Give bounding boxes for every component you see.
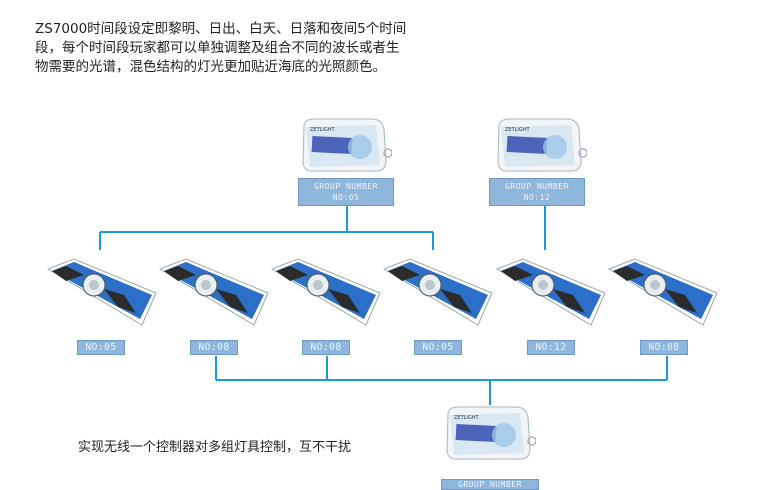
lamp-group-label: NO:05 — [77, 340, 125, 355]
controller-brand: ZETLIGHT — [454, 415, 480, 421]
intro-line: 段，每个时间段玩家都可以单独调整及组合不同的波长或者生 — [35, 40, 400, 56]
controller-device: ZETLIGHT — [497, 118, 587, 172]
group-number-display: GROUP NUMBER NO:05 — [298, 178, 394, 206]
lcd-title: GROUP NUMBER — [458, 480, 522, 489]
lamp-group-label: NO:08 — [190, 340, 238, 355]
led-lamp — [46, 258, 157, 326]
lcd-title: GROUP NUMBER — [505, 182, 569, 191]
led-lamp — [607, 258, 718, 326]
intro-line: ZS7000时间段设定即黎明、日出、白天、日落和夜间5个时间 — [35, 21, 407, 37]
controller-brand: ZETLIGHT — [310, 127, 336, 133]
lamp-group-label: NO:05 — [414, 340, 462, 355]
group-number-display: GROUP NUMBER NO:12 — [489, 178, 585, 206]
controller-device: ZETLIGHT — [302, 118, 392, 172]
lcd-value: NO:12 — [523, 193, 551, 202]
group-number-display: GROUP NUMBER — [441, 479, 539, 490]
lamp-group-label: NO:08 — [640, 340, 688, 355]
controller-device: ZETLIGHT — [446, 406, 536, 460]
lcd-value: NO:05 — [332, 193, 360, 202]
controller-brand: ZETLIGHT — [505, 127, 531, 133]
footer-note: 实现无线一个控制器对多组灯具控制，互不干扰 — [78, 440, 352, 455]
led-lamp — [495, 258, 606, 326]
intro-text: ZS7000时间段设定即黎明、日出、白天、日落和夜间5个时间 段，每个时间段玩家… — [35, 20, 425, 77]
led-lamp — [270, 258, 381, 326]
intro-line: 物需要的光谱，混色结构的灯光更加贴近海底的光照颜色。 — [35, 59, 386, 75]
lamp-group-label: NO:12 — [527, 340, 575, 355]
led-lamp — [382, 258, 493, 326]
lcd-title: GROUP NUMBER — [314, 182, 378, 191]
led-lamp — [158, 258, 269, 326]
lamp-group-label: NO:08 — [302, 340, 350, 355]
